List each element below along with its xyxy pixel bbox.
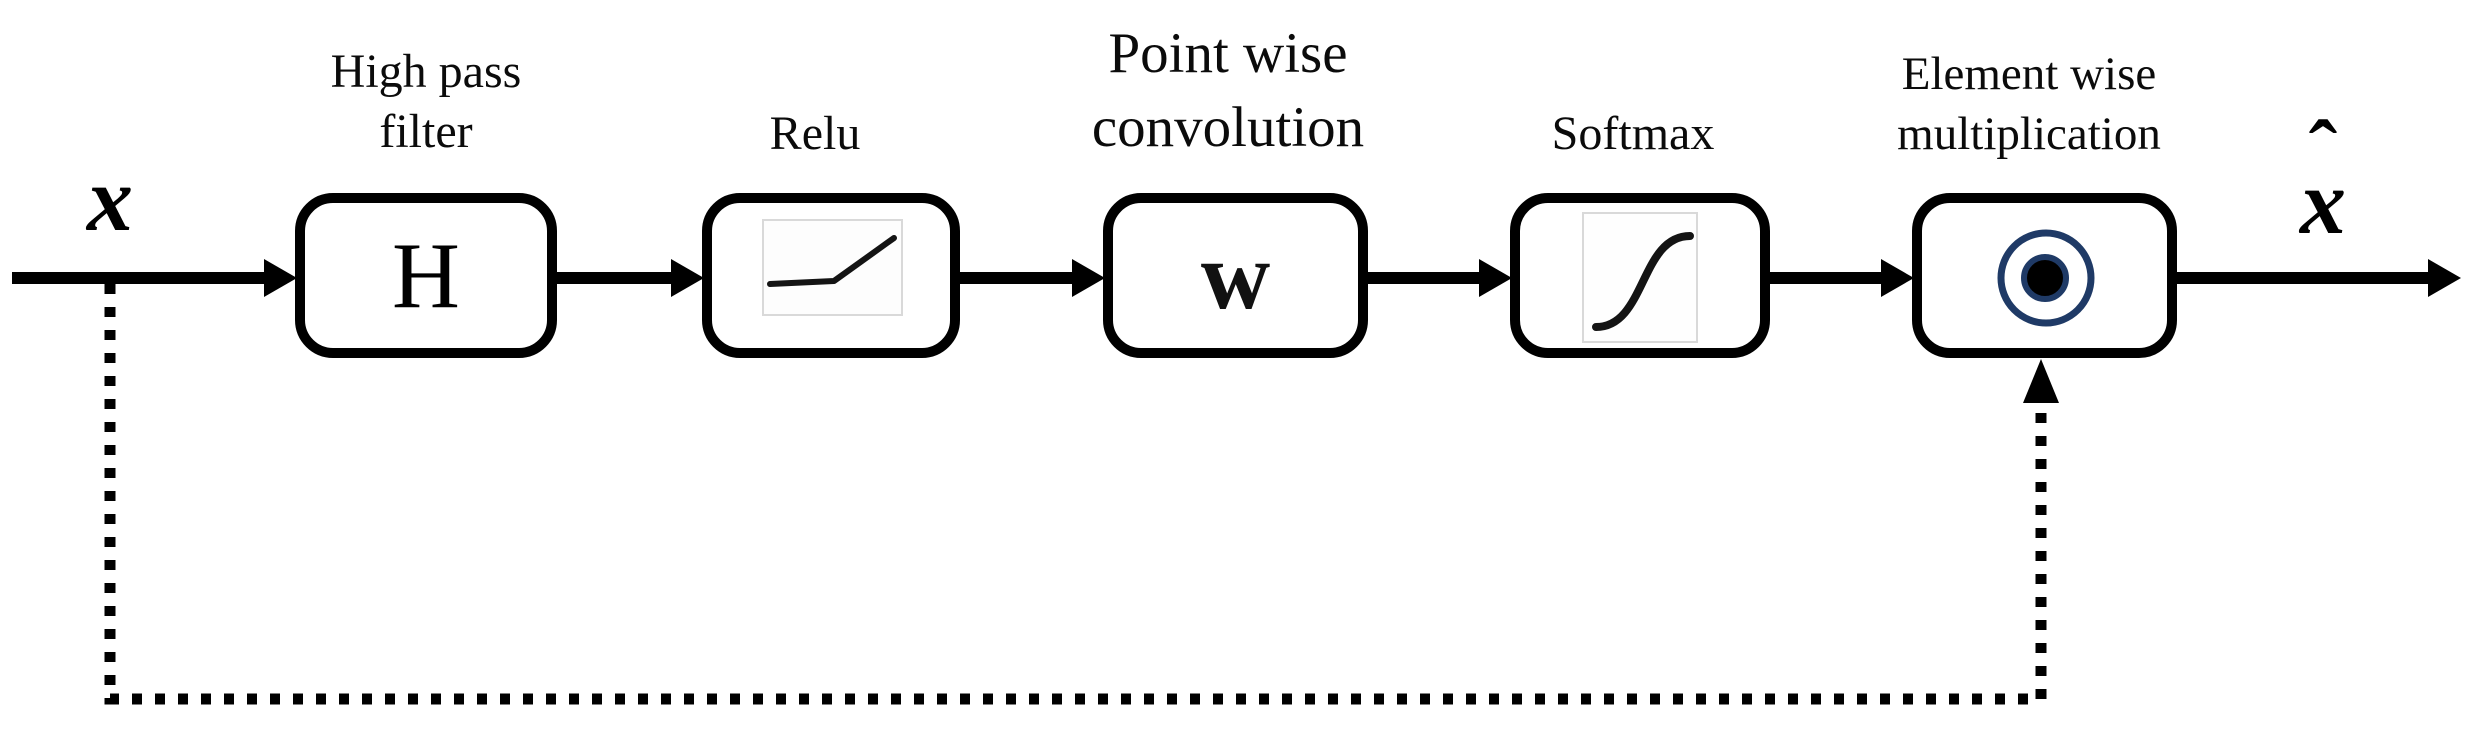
label-line: convolution — [1091, 96, 1365, 159]
output-x: x — [2300, 151, 2346, 253]
output-signal-label: ˆ x — [2243, 108, 2403, 253]
label-softmax: Softmax — [1433, 104, 1833, 164]
stage-box-high-pass-filter: H — [295, 193, 557, 358]
input-arrow — [12, 259, 297, 297]
label-relu: Relu — [615, 104, 1015, 164]
flow-arrow-relu-to-conv — [958, 259, 1105, 297]
label-line: filter — [379, 105, 473, 158]
flow-arrow-conv-to-softmax — [1366, 259, 1512, 297]
label-high-pass-filter: High pass filter — [226, 42, 626, 162]
feedback-arrowhead — [2023, 359, 2059, 403]
input-signal-label: x — [30, 149, 190, 250]
stage-box-relu — [702, 193, 960, 358]
flow-arrow-softmax-to-mult — [1768, 259, 1914, 297]
input-x: x — [87, 148, 133, 250]
high-pass-filter-symbol: H — [392, 223, 460, 328]
label-line: Element wise — [1901, 48, 2157, 100]
convolution-weights-symbol: w — [1200, 221, 1271, 329]
label-line: Relu — [769, 107, 861, 160]
stage-box-point-wise-convolution: w — [1103, 193, 1368, 358]
stage-box-element-wise-multiplication — [1912, 193, 2177, 358]
label-point-wise-convolution: Point wise convolution — [1028, 17, 1428, 165]
label-line: Point wise — [1108, 22, 1348, 85]
label-line: multiplication — [1897, 108, 2161, 160]
output-arrow — [2175, 259, 2461, 297]
hat-accent: ˆ — [2308, 103, 2338, 199]
flow-arrow-h-to-relu — [555, 259, 704, 297]
label-line: High pass — [330, 45, 522, 98]
stage-box-softmax — [1510, 193, 1770, 358]
label-line: Softmax — [1551, 107, 1715, 160]
label-element-wise-multiplication: Element wise multiplication — [1829, 44, 2229, 164]
